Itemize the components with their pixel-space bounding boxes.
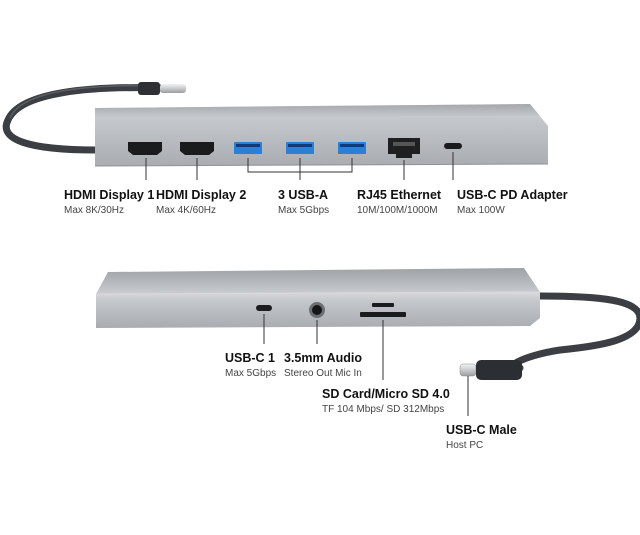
usb-c-plug-metal <box>160 84 186 93</box>
label-usb-c-1: USB-C 1 Max 5Gbps <box>225 351 276 379</box>
usb-c-pd-port <box>444 143 462 149</box>
audio-jack <box>312 305 322 315</box>
port-title: 3 USB-A <box>278 188 329 202</box>
port-title: USB-C Male <box>446 423 517 437</box>
bottom-hub-top-face <box>96 268 540 294</box>
port-subtitle: Max 5Gbps <box>278 205 330 216</box>
label-usb-c-male: USB-C Male Host PC <box>446 423 517 451</box>
usb-a-port-2-tongue <box>288 144 312 147</box>
top-hub-top-face <box>95 104 540 118</box>
sd-card-slot <box>360 312 406 317</box>
port-title: RJ45 Ethernet <box>357 188 442 202</box>
port-title: USB-C 1 <box>225 351 276 365</box>
usb-c-male-boot <box>476 360 522 380</box>
hub-edge <box>95 291 541 295</box>
port-subtitle: TF 104 Mbps/ SD 312Mbps <box>322 404 445 415</box>
usb-a-port-2 <box>286 142 314 154</box>
usb-c-1-port <box>256 305 272 311</box>
hdmi-port-1 <box>128 142 162 155</box>
hdmi-port-2 <box>180 142 214 155</box>
usb-a-port-3 <box>338 142 366 154</box>
label-hdmi-display-2: HDMI Display 2 Max 4K/60Hz <box>156 188 246 216</box>
port-subtitle: Max 4K/60Hz <box>156 205 217 216</box>
label-usb-c-pd-adapter: USB-C PD Adapter Max 100W <box>457 188 568 216</box>
hub-edge <box>94 163 549 167</box>
port-title: USB-C PD Adapter <box>457 188 568 202</box>
label-hdmi-display-1: HDMI Display 1 Max 8K/30Hz <box>64 188 154 216</box>
port-subtitle: Max 8K/30Hz <box>64 205 125 216</box>
port-subtitle: Stereo Out Mic In <box>284 368 362 379</box>
top-hub <box>2 82 549 180</box>
port-title: 3.5mm Audio <box>284 351 363 365</box>
cable-highlight <box>9 84 161 119</box>
port-title: HDMI Display 2 <box>156 188 247 202</box>
bottom-hub <box>95 268 640 416</box>
micro-sd-slot <box>372 303 394 307</box>
port-subtitle: 10M/100M/1000M <box>357 205 438 216</box>
label-usb-a: 3 USB-A Max 5Gbps <box>278 188 329 216</box>
usb-a-port-1-tongue <box>236 144 260 147</box>
usb-c-plug-boot <box>138 82 160 95</box>
port-subtitle: Max 5Gbps <box>225 368 277 379</box>
port-title: SD Card/Micro SD 4.0 <box>322 387 450 401</box>
usb-c-male-metal <box>459 363 477 377</box>
top-hub-cable <box>2 84 164 154</box>
label-sd-card: SD Card/Micro SD 4.0 TF 104 Mbps/ SD 312… <box>322 387 450 415</box>
port-subtitle: Max 100W <box>457 205 505 216</box>
usb-a-port-3-tongue <box>340 144 364 147</box>
usb-a-port-1 <box>234 142 262 154</box>
rj45-contacts <box>393 142 415 146</box>
label-rj45-ethernet: RJ45 Ethernet 10M/100M/1000M <box>357 188 441 216</box>
label-3-5mm-audio: 3.5mm Audio Stereo Out Mic In <box>284 351 362 379</box>
port-title: HDMI Display 1 <box>64 188 155 202</box>
port-subtitle: Host PC <box>446 440 484 451</box>
